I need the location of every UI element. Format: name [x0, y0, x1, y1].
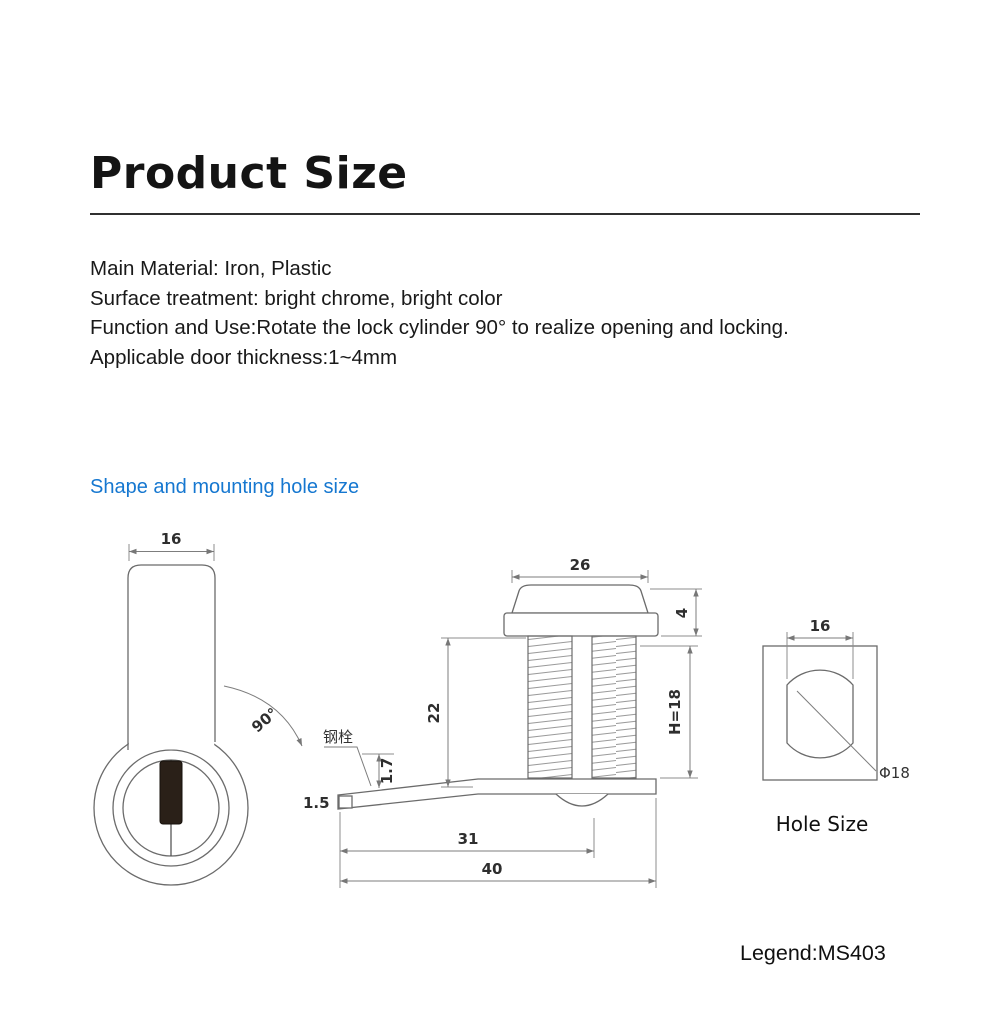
- dim-total-length-label: 40: [482, 860, 503, 878]
- thread-right: [591, 635, 637, 779]
- rotation-angle-label: 90°: [248, 704, 281, 736]
- spec-list: Main Material: Iron, Plastic Surface tre…: [90, 254, 789, 372]
- dim-hole-flat-width-label: 16: [810, 617, 831, 635]
- hole-size-caption: Hole Size: [776, 812, 869, 836]
- panel-outline: [762, 645, 878, 781]
- diameter-leader-line: [796, 690, 877, 772]
- dim-cam-length-label: 31: [458, 830, 479, 848]
- side-view: 16 90°: [93, 530, 303, 886]
- dim-flange-thickness-label: 4: [673, 608, 691, 618]
- diameter-label: Φ18: [879, 764, 910, 782]
- lock-face-middle-circle: [112, 749, 230, 867]
- cylinder-fill: [128, 565, 215, 750]
- front-view: 26 4 22 H=18 钢栓 1.7 1.5: [303, 556, 702, 888]
- spec-line-function: Function and Use:Rotate the lock cylinde…: [90, 316, 789, 339]
- dim-cylinder-width-label: 16: [161, 530, 182, 548]
- dim-pin-offset-label: 1.7: [378, 758, 396, 785]
- dim-head-width-label: 26: [570, 556, 591, 574]
- bolt-end: [555, 793, 609, 807]
- page-title: Product Size: [90, 148, 408, 199]
- title-divider: [90, 213, 920, 215]
- flange: [503, 612, 659, 637]
- dim-thread-height-label: H=18: [666, 689, 684, 735]
- cam-tip: [338, 795, 353, 809]
- dim-body-length-label: 22: [425, 703, 443, 724]
- hole-view: 16 Φ18 Hole Size: [762, 617, 910, 836]
- cylinder-body: [127, 564, 216, 750]
- legend-model-number: Legend:MS403: [740, 941, 886, 965]
- keyhole: [159, 760, 183, 825]
- rotation-arc: [223, 685, 303, 747]
- technical-drawing: 16 90° 26 4 22: [93, 530, 910, 888]
- cam-lever: [337, 778, 657, 810]
- lock-head: [511, 584, 649, 614]
- section-heading: Shape and mounting hole size: [90, 476, 360, 498]
- thread-left: [527, 635, 573, 779]
- pin-label: 钢栓: [323, 728, 353, 746]
- spec-line-material: Main Material: Iron, Plastic: [90, 257, 332, 280]
- spec-line-surface: Surface treatment: bright chrome, bright…: [90, 286, 503, 310]
- pin-leader-line: [324, 746, 372, 787]
- spec-line-thickness: Applicable door thickness:1~4mm: [90, 345, 398, 369]
- dim-cam-tip-label: 1.5: [303, 794, 330, 812]
